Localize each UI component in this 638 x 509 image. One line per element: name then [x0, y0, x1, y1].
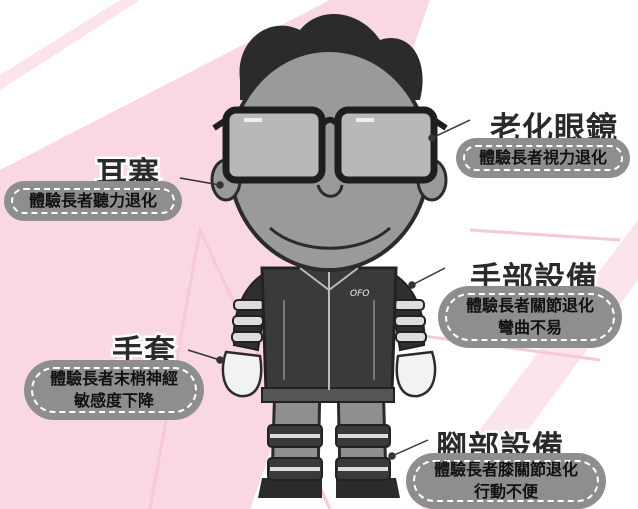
jacket-logo: OFO [350, 289, 369, 299]
earplugs-desc: 體驗長者聽力退化 [28, 191, 157, 210]
head [210, 13, 448, 272]
gloves-desc-line-1: 體驗長者末梢神經 [49, 369, 178, 388]
leg-gear-desc-bubble: 體驗長者膝關節退化 行動不便 [408, 455, 604, 507]
left-glove [221, 350, 263, 398]
nose [316, 184, 344, 198]
pink-stripe-thin [0, 0, 140, 90]
arm-gear-desc-line-1: 體驗長者關節退化 [465, 296, 594, 315]
torso: OFO [260, 266, 398, 403]
gloves-desc-line-2: 敏感度下降 [73, 391, 154, 410]
leg-gear-desc-line-1: 體驗長者膝關節退化 [433, 460, 578, 479]
earplugs-desc-bubble: 體驗長者聽力退化 [6, 183, 180, 219]
leg-gear-desc-line-2: 行動不便 [473, 482, 538, 501]
knee-gear [267, 424, 391, 481]
smile [268, 226, 392, 250]
glasses-desc: 體驗長者視力退化 [478, 148, 607, 167]
glasses-desc-bubble: 體驗長者視力退化 [458, 140, 628, 176]
arm-gear-desc-line-2: 彎曲不易 [497, 318, 562, 337]
leader-lines [179, 119, 471, 460]
gloves-desc-bubble: 體驗長者末梢神經 敏感度下降 [26, 362, 202, 418]
arm-gear-desc-bubble: 體驗長者關節退化 彎曲不易 [440, 288, 620, 346]
left-shoe [258, 478, 322, 498]
right-glove [395, 350, 437, 398]
right-shoe [336, 478, 400, 498]
glasses [212, 106, 448, 184]
